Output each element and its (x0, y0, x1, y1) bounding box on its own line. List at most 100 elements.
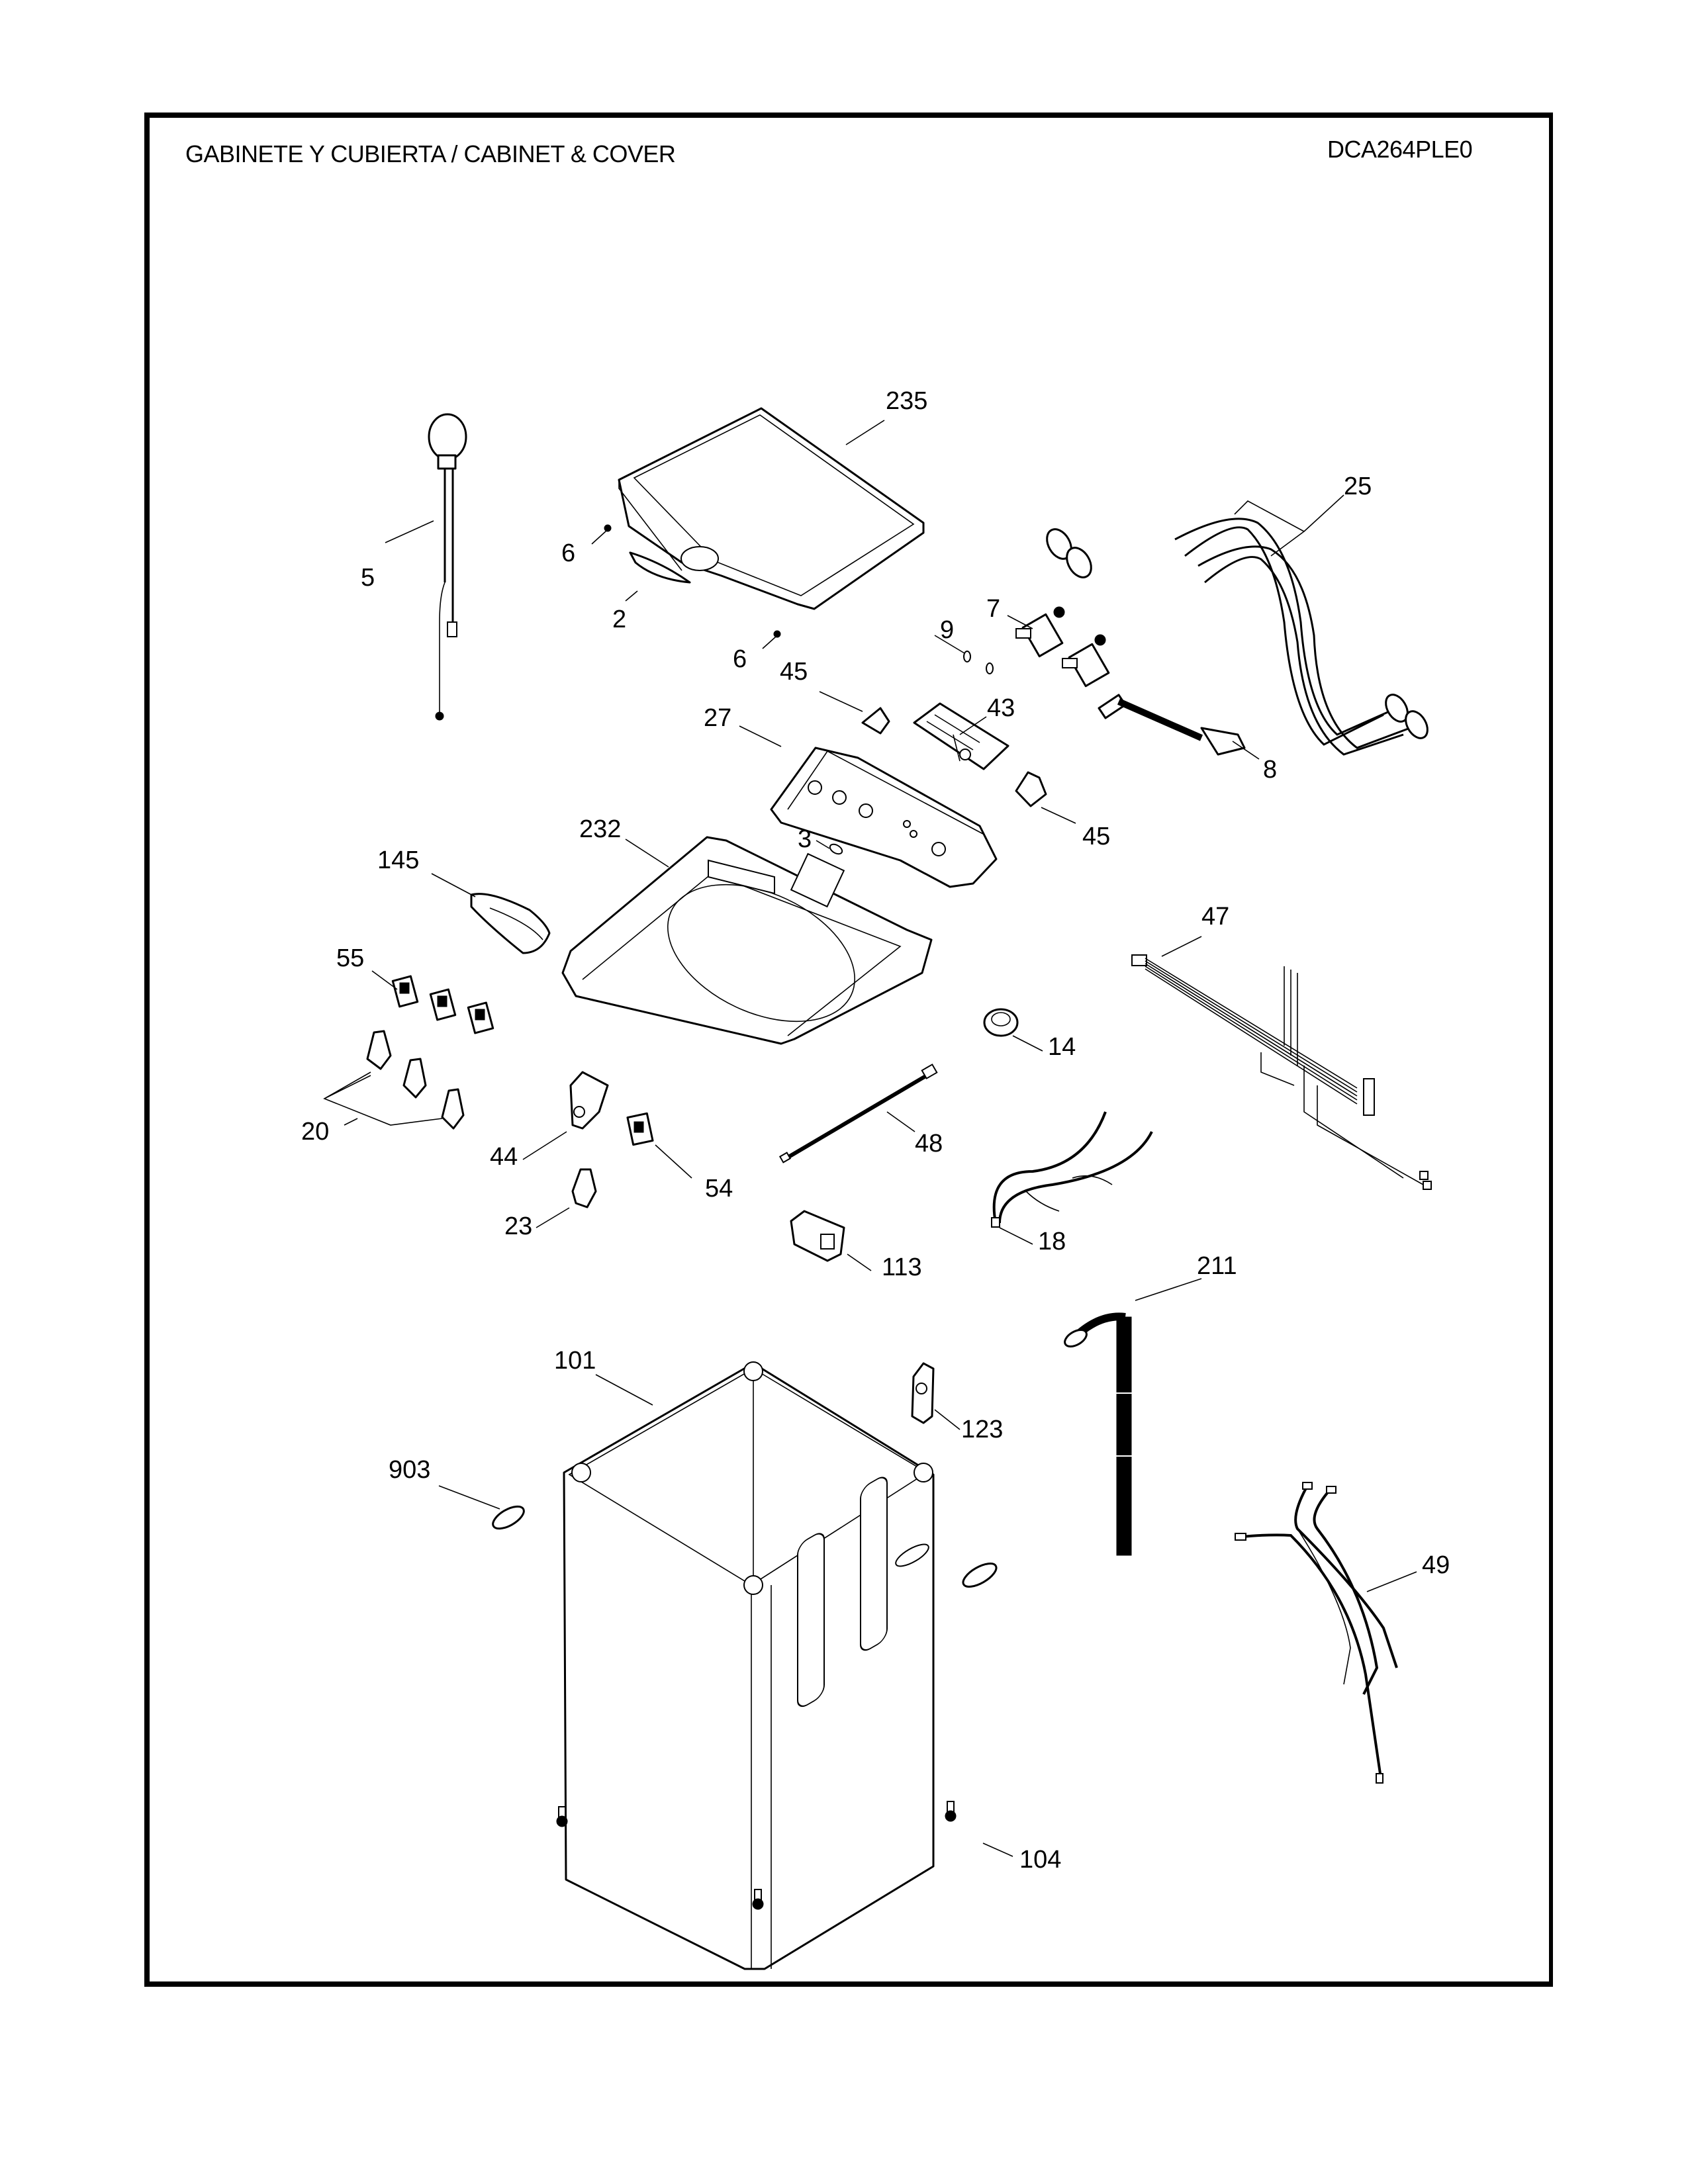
part-inlet-hoses[interactable] (1042, 518, 1432, 756)
callout-45b: 45 (1082, 823, 1110, 850)
callout-3: 3 (798, 825, 812, 853)
leader-47 (1161, 936, 1202, 957)
callout-145: 145 (377, 846, 419, 874)
leader-27 (739, 725, 782, 747)
callout-5: 5 (361, 564, 375, 592)
callout-211: 211 (1197, 1252, 1237, 1280)
part-ribbon-cable[interactable] (778, 1064, 938, 1163)
leader-48 (886, 1111, 915, 1132)
callout-45a: 45 (780, 658, 808, 686)
callout-235: 235 (886, 387, 927, 415)
callout-55: 55 (336, 944, 364, 972)
part-hose-holder[interactable] (911, 1362, 935, 1424)
part-bumper[interactable] (604, 524, 612, 532)
leader-23 (536, 1207, 570, 1228)
leader-43 (959, 716, 987, 735)
callout-903: 903 (389, 1456, 430, 1484)
leader-113 (847, 1253, 872, 1271)
callout-25: 25 (1344, 473, 1372, 500)
part-bumper[interactable] (773, 630, 781, 638)
callout-27: 27 (704, 704, 731, 732)
leader-20 (323, 1071, 443, 1126)
leader-18 (999, 1227, 1033, 1245)
part-handle-cover[interactable] (489, 1502, 1000, 1592)
part-power-cord[interactable] (428, 413, 467, 721)
callout-49: 49 (1422, 1551, 1450, 1579)
leader-6a (591, 530, 607, 545)
part-control-panel[interactable] (770, 747, 998, 888)
part-knob[interactable] (571, 1168, 597, 1208)
part-cap[interactable] (828, 842, 843, 856)
leader-20b (344, 1118, 358, 1126)
part-dispenser[interactable] (470, 893, 551, 954)
callout-18: 18 (1038, 1228, 1066, 1255)
part-water-valve[interactable] (1015, 606, 1110, 688)
leader-45a (819, 691, 863, 712)
callout-48: 48 (915, 1130, 943, 1158)
callout-232: 232 (579, 815, 621, 843)
callout-47: 47 (1201, 903, 1229, 931)
leader-235 (845, 420, 885, 445)
callout-113: 113 (882, 1253, 922, 1281)
leader-6b (762, 636, 776, 649)
part-logo-badge[interactable] (629, 551, 691, 584)
leader-55 (371, 970, 398, 990)
callout-6a: 6 (561, 539, 575, 567)
callout-123: 123 (961, 1416, 1003, 1443)
leader-2 (625, 590, 638, 602)
leader-44 (522, 1131, 567, 1160)
callout-9: 9 (940, 616, 954, 644)
model-number: DCA264PLE0 (1327, 136, 1473, 163)
callout-7: 7 (986, 595, 1000, 623)
leader-54 (655, 1144, 692, 1179)
leader-903 (438, 1485, 500, 1510)
leader-123 (934, 1409, 961, 1430)
leader-104 (982, 1843, 1013, 1857)
part-lid-lock[interactable] (790, 1210, 845, 1262)
leader-3 (816, 840, 830, 849)
part-bracket[interactable] (1015, 771, 1047, 807)
leader-232 (625, 839, 669, 868)
callout-104: 104 (1019, 1846, 1061, 1874)
diagram-border (144, 113, 1553, 1987)
leader-145 (431, 873, 476, 897)
callout-54: 54 (705, 1175, 733, 1203)
callout-20: 20 (301, 1118, 329, 1146)
callout-23: 23 (504, 1212, 532, 1240)
leader-25 (1234, 494, 1344, 557)
part-valve-screen[interactable] (963, 651, 994, 674)
part-switch-board[interactable] (569, 1071, 609, 1130)
diagram-title: GABINETE Y CUBIERTA / CABINET & COVER (185, 140, 676, 167)
part-selector-switch[interactable] (391, 975, 494, 1034)
part-leveling-leg[interactable] (556, 1801, 957, 1910)
callout-43: 43 (987, 694, 1015, 722)
part-inlet-nozzle[interactable] (1098, 694, 1246, 756)
part-wire-harness[interactable] (1131, 954, 1432, 1190)
part-top-lid[interactable] (618, 407, 925, 610)
part-control-board[interactable] (913, 702, 1009, 770)
part-pressure-switch[interactable] (983, 1008, 1019, 1037)
part-bracket[interactable] (861, 707, 890, 735)
leader-14 (1012, 1035, 1043, 1052)
callout-14: 14 (1048, 1033, 1076, 1061)
leader-8 (1232, 741, 1260, 760)
leader-211 (1135, 1278, 1202, 1301)
part-switch[interactable] (626, 1112, 654, 1146)
callout-6b: 6 (733, 645, 747, 673)
callout-8: 8 (1263, 756, 1277, 784)
part-harness[interactable] (991, 1111, 1153, 1228)
part-knobs[interactable] (366, 1030, 465, 1130)
leader-5 (385, 520, 434, 543)
leader-7 (1007, 615, 1033, 629)
part-drain-hose[interactable] (1062, 1312, 1135, 1556)
part-top-cover[interactable] (561, 836, 933, 1049)
leader-9 (934, 635, 965, 654)
leader-49 (1366, 1571, 1417, 1592)
part-wire-harness-2[interactable] (1235, 1482, 1398, 1784)
part-cabinet[interactable] (563, 1361, 935, 1970)
callout-2: 2 (612, 606, 626, 633)
callout-101: 101 (554, 1347, 596, 1375)
leader-45b (1041, 807, 1076, 824)
